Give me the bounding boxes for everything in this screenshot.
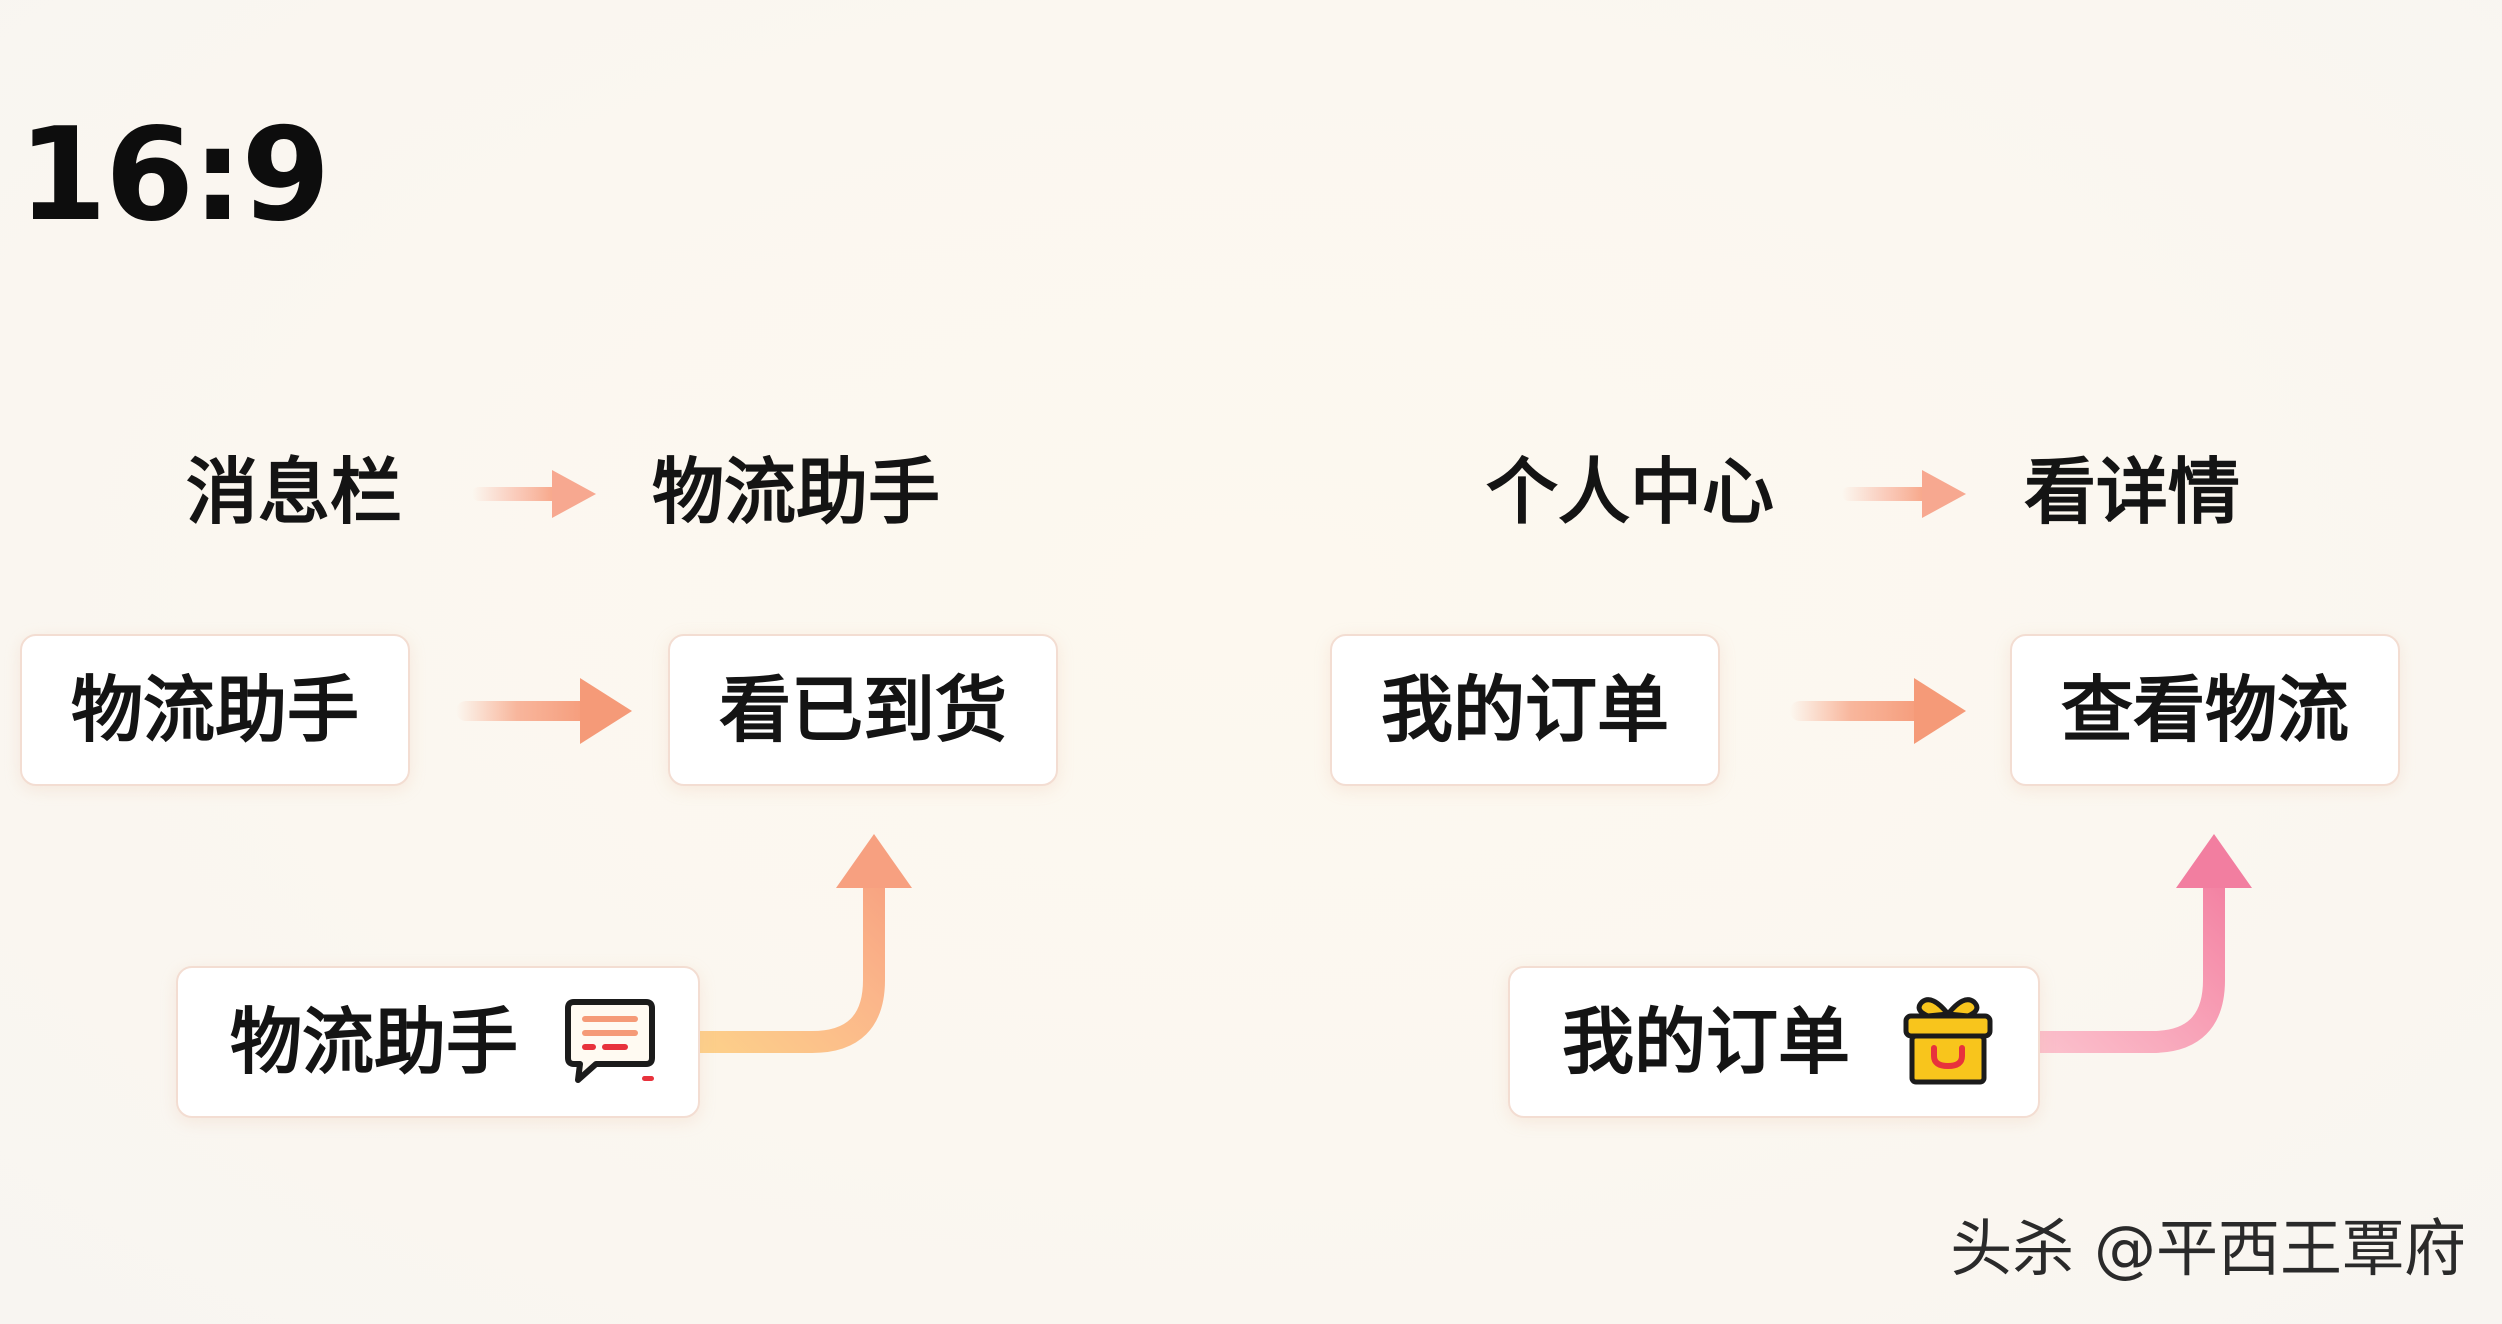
left-box-from-label: 物流助手 [70, 668, 359, 752]
curve-arrow-left [689, 834, 912, 1053]
arrow-right-path [1842, 470, 1966, 518]
curve-arrow-right [2029, 834, 2252, 1053]
right-box-from-label: 我的订单 [1380, 668, 1669, 752]
arrow-left-box [456, 678, 632, 744]
right-box-to-label: 查看物流 [2060, 668, 2349, 752]
watermark: 头杀 @平西王覃府 [1950, 1212, 2466, 1285]
left-box-to: 看已到货 [668, 634, 1058, 786]
left-shortcut-label: 物流助手 [230, 1000, 519, 1084]
arrow-left-path [472, 470, 596, 518]
right-path-from: 个人中心 [1486, 450, 1775, 534]
left-box-from: 物流助手 [20, 634, 410, 786]
left-path-to: 物流助手 [652, 450, 941, 534]
right-shortcut-label: 我的订单 [1562, 1000, 1851, 1084]
right-box-from: 我的订单 [1330, 634, 1720, 786]
left-box-to-label: 看已到货 [718, 668, 1007, 752]
right-path-to: 看详情 [2024, 450, 2241, 534]
gift-box-icon [1898, 992, 1998, 1092]
left-path-from: 消息栏 [186, 450, 403, 534]
message-list-icon [562, 992, 658, 1092]
left-shortcut-box: 物流助手 [176, 966, 700, 1118]
arrow-right-box [1790, 678, 1966, 744]
aspect-ratio-title: 16:9 [18, 101, 330, 250]
right-box-to: 查看物流 [2010, 634, 2400, 786]
right-shortcut-box: 我的订单 [1508, 966, 2040, 1118]
